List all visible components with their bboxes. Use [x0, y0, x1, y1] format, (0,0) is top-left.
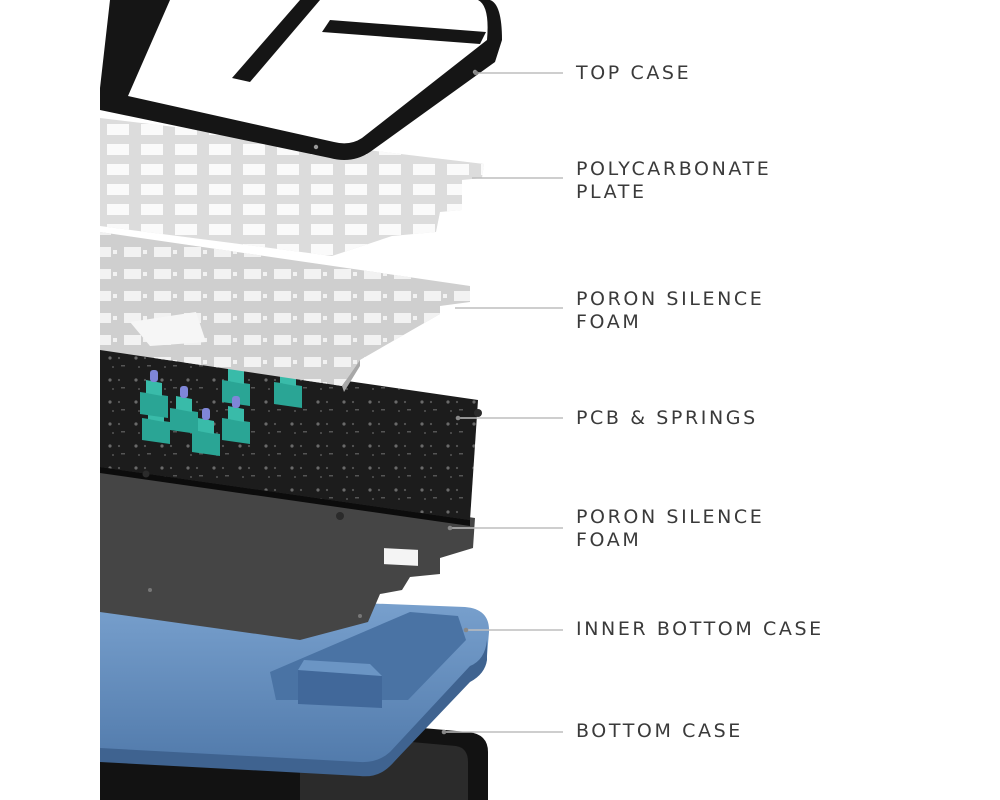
leader-lines — [441, 70, 563, 735]
label-bottom-case: BOTTOM CASE — [576, 720, 743, 742]
label-poron-foam-upper: PORON SILENCE FOAM — [576, 288, 765, 333]
switch-3 — [222, 396, 250, 444]
top-case-layer — [100, 0, 502, 160]
label-poron-foam-lower: PORON SILENCE FOAM — [576, 506, 765, 551]
label-polycarbonate-plate: POLYCARBONATE PLATE — [576, 158, 772, 203]
poron-foam-upper-layer — [100, 232, 470, 392]
label-pcb-springs: PCB & SPRINGS — [576, 407, 758, 429]
label-top-case: TOP CASE — [576, 62, 692, 84]
pcb-layer — [100, 345, 482, 526]
switch-5 — [192, 408, 220, 456]
switch-0 — [222, 368, 250, 406]
switch-2 — [170, 386, 198, 434]
switch-6 — [140, 370, 168, 418]
label-inner-bottom-case: INNER BOTTOM CASE — [576, 618, 824, 640]
polycarbonate-plate-layer — [100, 118, 484, 256]
inner-bottom-case-layer — [100, 593, 490, 777]
